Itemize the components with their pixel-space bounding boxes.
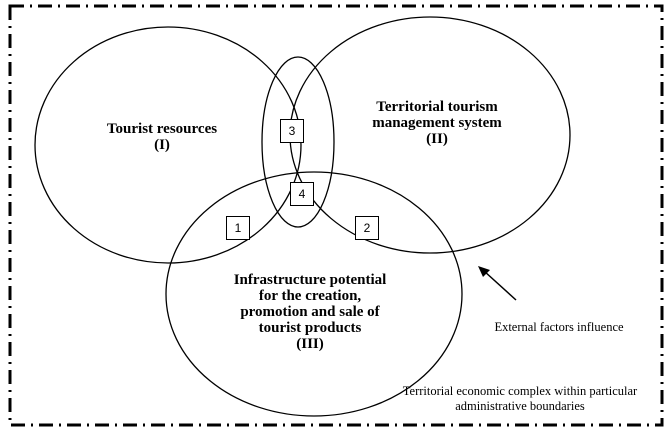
circle-infrastructure xyxy=(165,171,463,417)
circle3-title-line1: Infrastructure potential xyxy=(233,272,387,288)
boundary-label-line1: Territorial economic complex within part… xyxy=(402,384,638,398)
external-influence-arrowhead xyxy=(478,266,490,277)
intersection-box-2: 2 xyxy=(355,216,379,240)
circle3-title-line2: for the creation, xyxy=(258,288,362,304)
circle3-title-line4: tourist products xyxy=(258,320,362,336)
intersection-box-3: 3 xyxy=(280,119,304,143)
circle1-numeral: (I) xyxy=(154,137,170,153)
external-influence-arrow-shaft xyxy=(483,270,517,301)
intersection-box-1: 1 xyxy=(226,216,250,240)
circle1-title: Tourist resources xyxy=(106,121,218,137)
boundary-label-line2: administrative boundaries xyxy=(455,399,585,413)
boundary-label: Territorial economic complex within part… xyxy=(400,384,640,414)
circle1-label: Tourist resources (I) xyxy=(82,121,242,153)
circle2-title-line2: management system xyxy=(372,115,502,131)
circle2-title-line1: Territorial tourism xyxy=(376,99,498,115)
circle3-numeral: (III) xyxy=(296,336,324,352)
external-factors-label: External factors influence xyxy=(494,320,624,334)
circle-tourist-resources xyxy=(34,26,302,264)
outer-boundary-frame xyxy=(8,4,664,427)
circle2-numeral: (II) xyxy=(426,131,448,147)
central-overlap-ellipse xyxy=(261,56,335,228)
circle3-label: Infrastructure potential for the creatio… xyxy=(210,272,410,352)
circle2-label: Territorial tourism management system (I… xyxy=(352,99,522,147)
intersection-box-4: 4 xyxy=(290,182,314,206)
circle3-title-line3: promotion and sale of xyxy=(240,304,380,320)
